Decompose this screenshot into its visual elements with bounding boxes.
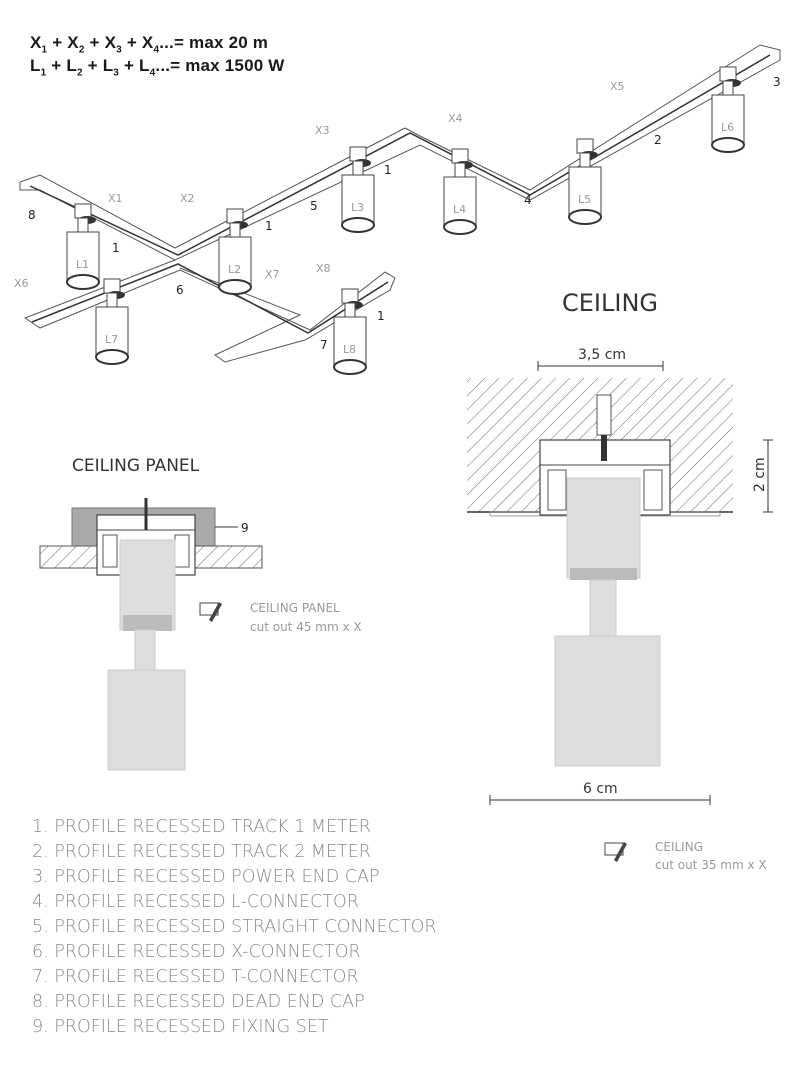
callout-1: 1 — [384, 163, 392, 177]
term: L — [139, 56, 150, 75]
suffix: ...= max 1500 W — [155, 56, 285, 75]
lamp-label: L1 — [76, 258, 89, 271]
track-label-x1: X1 — [108, 192, 123, 205]
callout-1: 1 — [265, 219, 273, 233]
lamp-4: L4 — [443, 148, 477, 235]
lamp-8: L8 — [333, 288, 367, 375]
track-labels: X1 X2 X3 X4 X5 X6 X7 X8 — [14, 80, 625, 290]
term: X — [30, 33, 42, 52]
lamp-label: L8 — [343, 343, 356, 356]
lamp-label: L3 — [351, 201, 364, 214]
lamp-7: L7 — [95, 278, 129, 365]
ceiling-title: CEILING — [562, 289, 658, 317]
lamp-2: L2 — [218, 208, 252, 295]
ceiling-panel-note-text: cut out 45 mm x X — [250, 620, 362, 634]
sub: 1 — [41, 44, 48, 56]
term: L — [102, 56, 114, 75]
ceiling-panel-title: CEILING PANEL — [72, 456, 200, 476]
lamp-label: L7 — [105, 333, 118, 346]
ceiling-note-text: cut out 35 mm x X — [655, 858, 767, 872]
track-label-x6: X6 — [14, 277, 29, 290]
parts-list-item: 9. PROFILE RECESSED FIXING SET — [32, 1017, 329, 1037]
term: X — [104, 33, 117, 52]
track-label-x3: X3 — [315, 124, 330, 137]
parts-list-item: 8. PROFILE RECESSED DEAD END CAP — [32, 992, 365, 1012]
lamp-1: L1 — [66, 203, 100, 290]
ceiling-width-bottom: 6 cm — [583, 781, 618, 797]
callout-6: 6 — [176, 283, 184, 297]
suffix: ...= max 20 m — [159, 33, 269, 52]
track-label-x2: X2 — [180, 192, 195, 205]
callout-8: 8 — [28, 208, 36, 222]
callout-1: 1 — [112, 241, 120, 255]
term: L — [66, 56, 77, 75]
track-label-x4: X4 — [448, 112, 463, 125]
part-callouts: 8 1 1 5 1 4 2 3 6 7 1 — [28, 75, 781, 352]
sub: 3 — [116, 44, 122, 56]
ceiling-height: 2 cm — [752, 457, 768, 492]
ceiling-note-title: CEILING — [655, 840, 703, 854]
parts-list-item: 4. PROFILE RECESSED L-CONNECTOR — [32, 892, 359, 912]
sub: 4 — [149, 67, 156, 79]
lamp-label: L4 — [453, 203, 466, 216]
sub: 2 — [76, 67, 83, 79]
track-label-x8: X8 — [316, 262, 331, 275]
track-system — [19, 44, 781, 363]
parts-list-item: 2. PROFILE RECESSED TRACK 2 METER — [32, 842, 371, 862]
sub: 1 — [40, 67, 47, 79]
power-formula: L1 + L2 + L3 + L4...= max 1500 W — [30, 56, 285, 79]
cutout-icon — [604, 842, 627, 862]
parts-list-item: 3. PROFILE RECESSED POWER END CAP — [32, 867, 380, 887]
ceiling-panel-note-title: CEILING PANEL — [250, 601, 340, 615]
lamp-label: L6 — [721, 121, 734, 134]
track-label-x7: X7 — [265, 268, 280, 281]
sub: 4 — [153, 44, 160, 56]
parts-list-item: 1. PROFILE RECESSED TRACK 1 METER — [32, 817, 371, 837]
track-label-x5: X5 — [610, 80, 625, 93]
lamp-label: L5 — [578, 193, 591, 206]
ceiling-section: CEILING 3,5 cm 2 cm 6 cm CEILING cut out — [467, 289, 773, 872]
cutout-icon — [199, 602, 222, 622]
sub: 3 — [113, 67, 120, 79]
ceiling-panel-section: CEILING PANEL 9 CEILING PANEL cut out 45… — [39, 456, 362, 771]
parts-list: 1. PROFILE RECESSED TRACK 1 METER 2. PRO… — [32, 815, 437, 1040]
callout-7: 7 — [320, 338, 328, 352]
callout-4: 4 — [524, 193, 532, 207]
callout-9: 9 — [241, 521, 249, 535]
lamp-label: L2 — [228, 263, 241, 276]
sub: 2 — [78, 44, 85, 56]
callout-2: 2 — [654, 133, 662, 147]
term: X — [141, 33, 154, 52]
parts-list-item: 5. PROFILE RECESSED STRAIGHT CONNECTOR — [32, 917, 437, 937]
length-formula: X1 + X2 + X3 + X4...= max 20 m — [30, 33, 269, 56]
lamp-3: L3 — [341, 146, 375, 233]
parts-list-item: 6. PROFILE RECESSED X-CONNECTOR — [32, 942, 361, 962]
ceiling-width-top: 3,5 cm — [578, 347, 626, 363]
parts-list-item: 7. PROFILE RECESSED T-CONNECTOR — [32, 967, 359, 987]
lamp-6: L6 — [711, 66, 745, 153]
callout-5: 5 — [310, 199, 318, 213]
term: L — [30, 56, 41, 75]
callout-3: 3 — [773, 75, 781, 89]
term: X — [67, 33, 79, 52]
lamp-5: L5 — [568, 138, 602, 225]
callout-1: 1 — [377, 309, 385, 323]
